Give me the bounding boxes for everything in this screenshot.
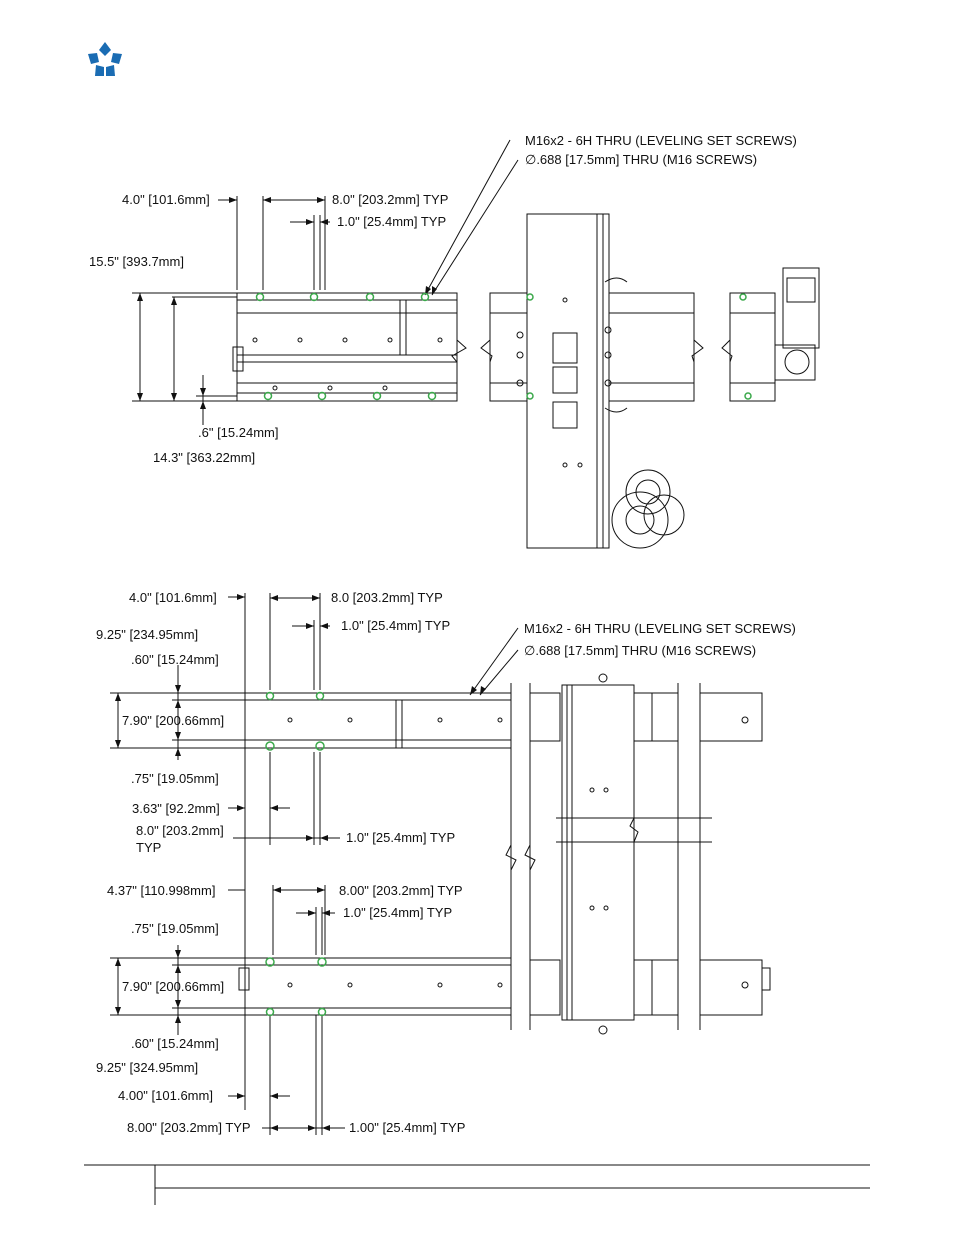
dim-7-90in-a: 7.90" [200.66mm]: [122, 713, 225, 728]
dim-3-63in: 3.63" [92.2mm]: [132, 801, 220, 816]
note-set-screws-bottom: M16x2 - 6H THRU (LEVELING SET SCREWS): [524, 621, 796, 636]
top-middle-segment: [480, 213, 704, 549]
top-rail-assembly: [232, 292, 467, 402]
dim-0-60in-a: .60" [15.24mm]: [131, 652, 219, 667]
slot-holes: [252, 297, 749, 989]
dim-7-90in-b: 7.90" [200.66mm]: [122, 979, 225, 994]
dim-4-00in: 4.00" [101.6mm]: [118, 1088, 213, 1103]
dim-4in-top: 4.0" [101.6mm]: [122, 192, 210, 207]
dim-8in-top: 8.0" [203.2mm] TYP: [332, 192, 449, 207]
dim-1in-typ-b: 1.0" [25.4mm] TYP: [346, 830, 456, 845]
top-dimensions: [132, 139, 519, 425]
dim-4in-bottom: 4.0" [101.6mm]: [129, 590, 217, 605]
dim-0-75in-b: .75" [19.05mm]: [131, 921, 219, 936]
note-set-screws-top: M16x2 - 6H THRU (LEVELING SET SCREWS): [525, 133, 797, 148]
dim-4-37in: 4.37" [110.998mm]: [107, 883, 216, 898]
dim-9-25in-b: 9.25" [324.95mm]: [96, 1060, 199, 1075]
dim-1in-typ-a: 1.0" [25.4mm] TYP: [341, 618, 451, 633]
dim-8-0in-b: 8.0" [203.2mm]: [136, 823, 224, 838]
dim-8-0in-b-typ: TYP: [136, 840, 162, 855]
top-right-segment: [721, 267, 820, 402]
star-pentagon-logo: [88, 42, 122, 76]
dim-0-6in-top: .6" [15.24mm]: [198, 425, 279, 440]
dim-8-00in-b: 8.00" [203.2mm] TYP: [127, 1120, 251, 1135]
mounting-holes: [255, 292, 752, 1017]
bottom-dimensions: [110, 593, 519, 1135]
dim-0-60in-b: .60" [15.24mm]: [131, 1036, 219, 1051]
dim-1in-top: 1.0" [25.4mm] TYP: [337, 214, 447, 229]
bottom-lower-rail: [238, 957, 512, 1016]
dim-1-00in: 1.00" [25.4mm] TYP: [349, 1120, 466, 1135]
bottom-vertical-frame: [505, 673, 771, 1035]
note-thru-bottom: ∅.688 [17.5mm] THRU (M16 SCREWS): [524, 643, 757, 658]
dim-14-3in-top: 14.3" [363.22mm]: [153, 450, 256, 465]
bottom-upper-rail: [244, 692, 512, 749]
dim-0-75in-a: .75" [19.05mm]: [131, 771, 219, 786]
dim-9-25in-a: 9.25" [234.95mm]: [96, 627, 199, 642]
dim-8-00in-a: 8.00" [203.2mm] TYP: [339, 883, 463, 898]
dim-1in-typ-c: 1.0" [25.4mm] TYP: [343, 905, 453, 920]
note-thru-top: ∅.688 [17.5mm] THRU (M16 SCREWS): [525, 152, 758, 167]
dim-8in-typ-bottom: 8.0 [203.2mm] TYP: [331, 590, 443, 605]
dim-15-5in-top: 15.5" [393.7mm]: [89, 254, 184, 269]
